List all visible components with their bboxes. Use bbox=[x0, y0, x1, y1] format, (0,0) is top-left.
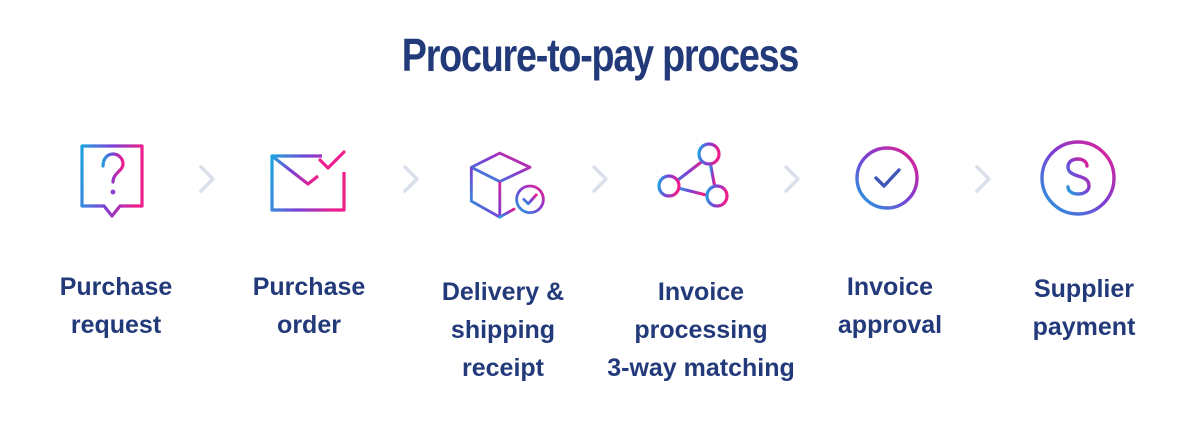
step-label-delivery-shipping-receipt: Delivery & shipping receipt bbox=[393, 273, 613, 387]
step-label-line: Purchase bbox=[59, 273, 173, 301]
connected-nodes-icon bbox=[655, 138, 735, 218]
step-label-line: Supplier bbox=[1033, 275, 1134, 303]
box-check-icon bbox=[466, 146, 546, 226]
step-label-purchase-order: Purchase order bbox=[199, 268, 419, 344]
dollar-circle-icon bbox=[1038, 138, 1118, 218]
step-label-line: shipping bbox=[450, 316, 556, 344]
step-label-line: order bbox=[277, 311, 341, 339]
step-label-line: payment bbox=[1032, 313, 1136, 341]
step-label-line: Invoice bbox=[657, 278, 745, 306]
step-label-line: processing bbox=[634, 316, 768, 344]
step-label-line: receipt bbox=[462, 354, 544, 382]
chevron-right-icon bbox=[197, 163, 217, 195]
chevron-right-icon bbox=[782, 163, 802, 195]
chevron-right-icon bbox=[590, 163, 610, 195]
step-label-invoice-approval: Invoice approval bbox=[780, 268, 1000, 344]
step-label-purchase-request: Purchase request bbox=[6, 268, 226, 344]
step-label-line: Purchase bbox=[252, 273, 366, 301]
chevron-right-icon bbox=[401, 163, 421, 195]
question-bubble-icon bbox=[72, 142, 152, 222]
step-label-supplier-payment: Supplier payment bbox=[974, 270, 1194, 346]
step-label-line: Delivery & bbox=[441, 278, 565, 306]
step-label-invoice-processing: Invoice processing 3-way matching bbox=[591, 273, 811, 387]
envelope-check-icon bbox=[266, 142, 346, 222]
step-label-line: Invoice bbox=[846, 273, 934, 301]
step-label-line: approval bbox=[837, 311, 943, 339]
chevron-right-icon bbox=[973, 163, 993, 195]
check-circle-icon bbox=[849, 140, 929, 220]
step-label-line: 3-way matching bbox=[607, 354, 795, 382]
step-label-line: request bbox=[70, 311, 162, 339]
diagram-title: Procure-to-pay process bbox=[401, 29, 800, 81]
